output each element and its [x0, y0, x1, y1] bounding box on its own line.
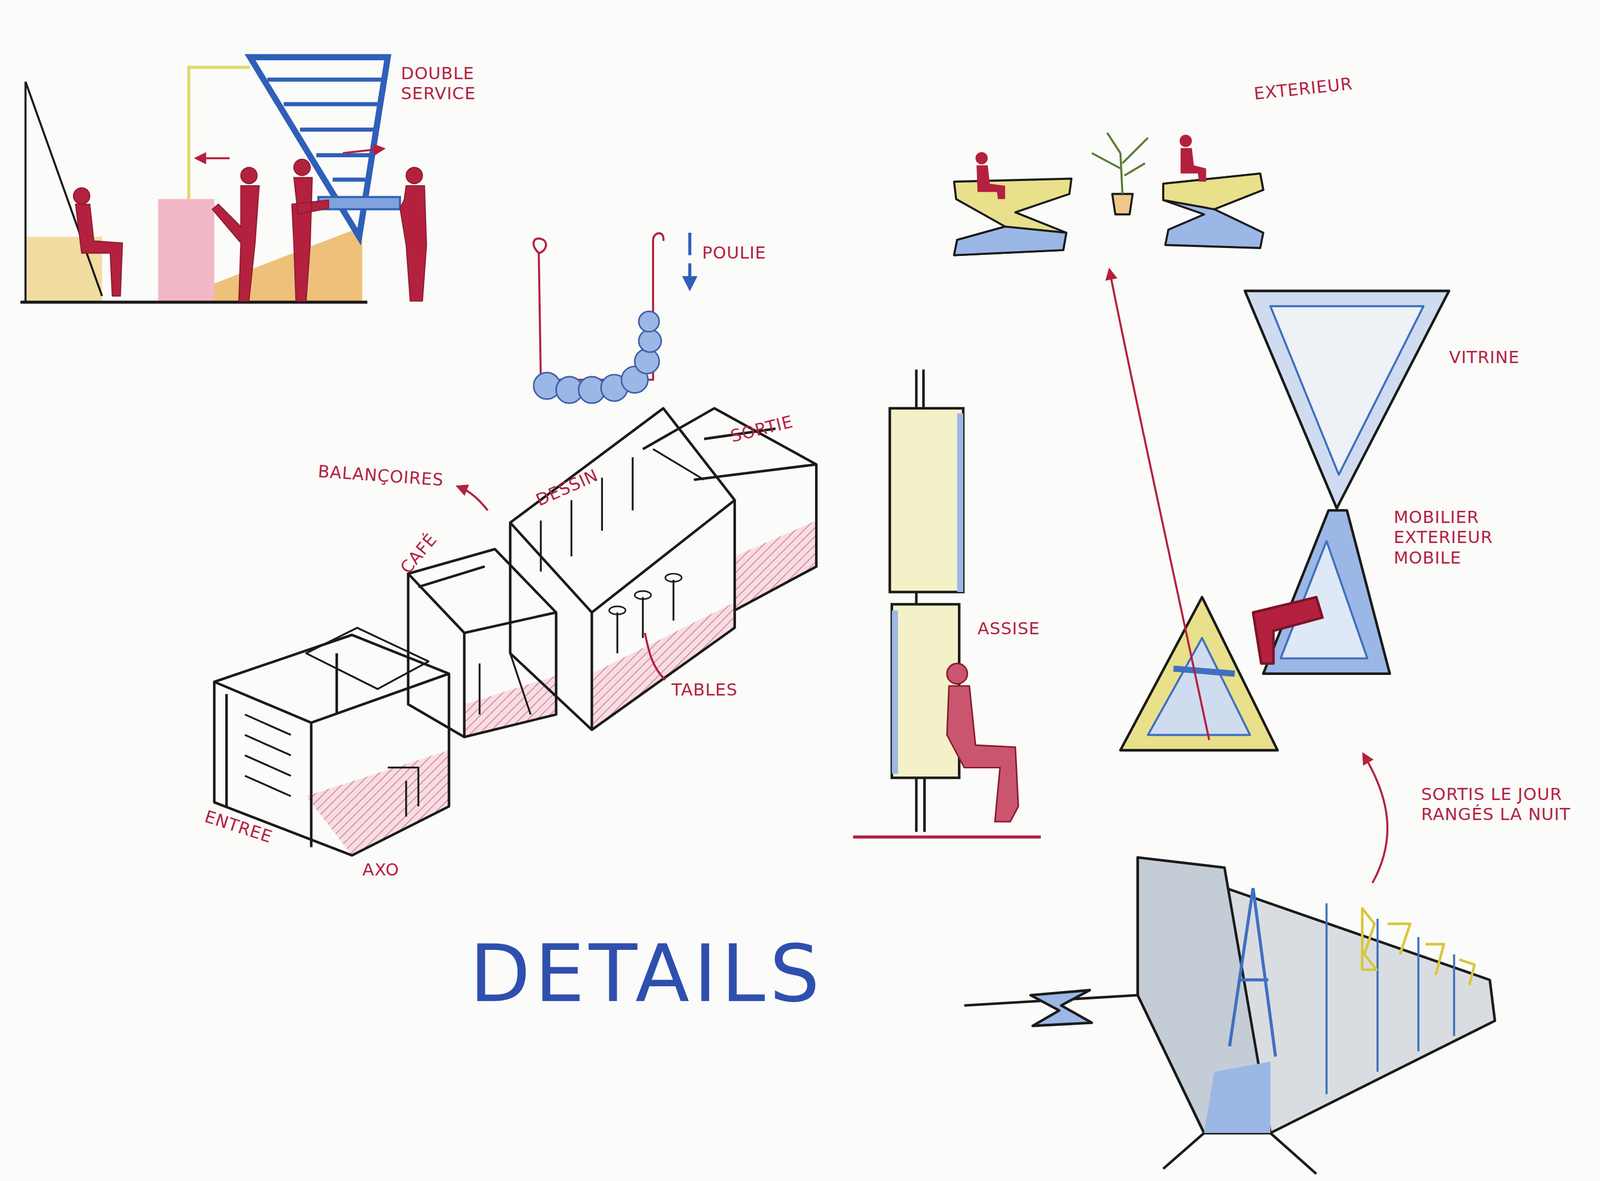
sketch-label: AXO	[362, 859, 421, 880]
sketch-label: MOBILIER EXTERIEUR MOBILE	[1393, 506, 1510, 568]
sketch-label: POULIE	[702, 242, 808, 263]
sketch-label: ENTREE	[202, 806, 294, 854]
pulley-sketch	[533, 232, 690, 404]
exterior-benches	[954, 132, 1264, 255]
sketch-label: SORTIS LE JOUR RANGÉS LA NUIT	[1421, 783, 1580, 825]
axonometric-sketch	[214, 408, 817, 856]
storage-prism	[964, 757, 1496, 1174]
sketch-label: ASSISE	[977, 618, 1073, 639]
sketch-label: EXTERIEUR	[1252, 69, 1392, 104]
seat-section	[853, 369, 1041, 837]
sketch-label: DESSIN	[532, 453, 628, 511]
sketch-label: BALANÇOIRES	[317, 461, 456, 491]
sketch-label: VITRINE	[1449, 347, 1555, 368]
sketch-label: DOUBLE SERVICE	[400, 63, 496, 104]
sketch-label: TABLES	[671, 679, 762, 700]
double-service-section	[20, 56, 427, 302]
sheet-title: DETAILS	[469, 933, 825, 1013]
